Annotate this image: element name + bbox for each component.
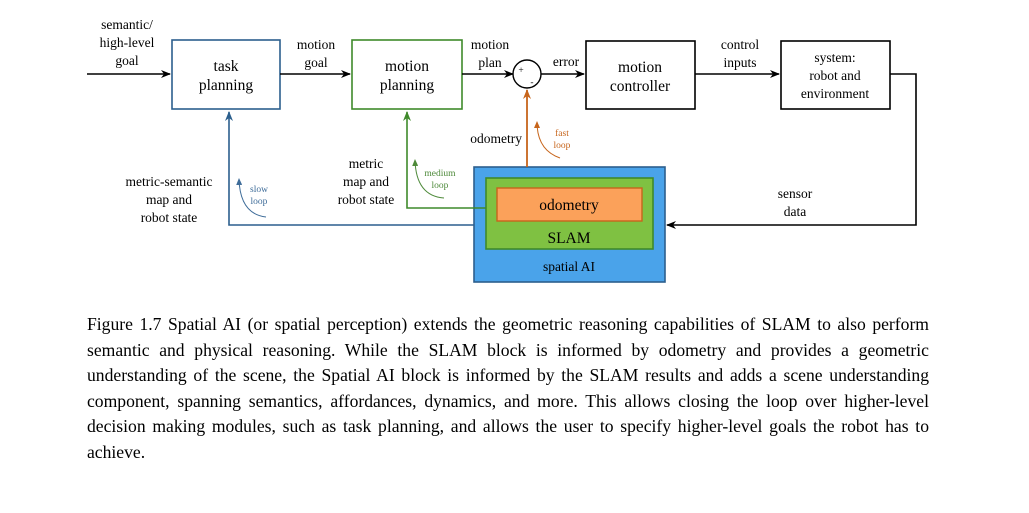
svg-text:loop: loop	[554, 141, 571, 151]
summing-plus: +	[518, 66, 523, 76]
odometry-block-label: odometry	[539, 197, 599, 214]
summing-minus: -	[530, 78, 533, 88]
figure-caption: Figure 1.7 Spatial AI (or spatial percep…	[87, 314, 929, 462]
slam-label: SLAM	[547, 230, 590, 247]
motion-controller-label-line2: controller	[610, 78, 671, 95]
medium-loop-arc	[412, 159, 445, 199]
task-planning-label-line2: planning	[199, 77, 253, 94]
system-label-line1: system:	[814, 50, 855, 65]
motion-controller-label-line1: motion	[618, 59, 662, 76]
motion-controller-block	[585, 40, 696, 110]
motion-plan-label: motion plan	[471, 37, 510, 70]
motion-planning-block	[351, 39, 463, 110]
svg-text:map and: map and	[343, 174, 389, 189]
system-label-line2: robot and	[809, 68, 861, 83]
svg-text:motion: motion	[471, 37, 510, 52]
sensor-data-label: sensor data	[778, 186, 813, 219]
fast-loop-label: fast loop	[554, 128, 571, 151]
error-label: error	[553, 54, 580, 69]
svg-text:robot state: robot state	[338, 192, 395, 207]
odometry-feedback-label: odometry	[470, 131, 522, 146]
svg-text:map and: map and	[146, 192, 192, 207]
svg-text:motion: motion	[297, 37, 336, 52]
svg-text:goal: goal	[304, 55, 327, 70]
svg-text:goal: goal	[115, 53, 138, 68]
svg-text:fast: fast	[555, 128, 569, 139]
goal-input-label: semantic/ high-level goal	[100, 17, 155, 68]
spatial-ai-diagram: semantic/ high-level goal task planning …	[87, 17, 917, 283]
metric-semantic-label: metric-semantic map and robot state	[126, 174, 213, 225]
slow-loop-label: slow loop	[250, 185, 268, 207]
svg-text:inputs: inputs	[723, 55, 756, 70]
svg-text:control: control	[721, 37, 759, 52]
metric-map-label: metric map and robot state	[338, 156, 395, 207]
summing-junction	[512, 59, 542, 89]
slam-to-motion-planning-arrow	[403, 111, 486, 209]
svg-text:robot state: robot state	[141, 210, 198, 225]
svg-text:data: data	[784, 204, 807, 219]
sensor-data-arrow	[666, 73, 917, 229]
spatial-ai-to-task-planning-arrow	[225, 111, 474, 226]
svg-text:slow: slow	[250, 185, 268, 195]
svg-text:semantic/: semantic/	[101, 17, 153, 32]
control-inputs-label: control inputs	[721, 37, 759, 70]
svg-text:loop: loop	[251, 197, 268, 207]
svg-text:metric: metric	[349, 156, 383, 171]
medium-loop-label: medium loop	[424, 169, 456, 191]
svg-text:sensor: sensor	[778, 186, 813, 201]
odometry-block	[496, 187, 643, 222]
svg-text:high-level: high-level	[100, 35, 155, 50]
svg-text:plan: plan	[478, 55, 501, 70]
svg-text:medium: medium	[424, 169, 456, 179]
slow-loop-arc	[236, 178, 267, 218]
svg-text:metric-semantic: metric-semantic	[126, 174, 213, 189]
task-planning-label-line1: task	[214, 58, 239, 75]
system-block	[780, 40, 891, 110]
spatial-ai-label: spatial AI	[543, 259, 596, 274]
motion-planning-label-line2: planning	[380, 77, 434, 94]
fast-loop-arc	[534, 121, 561, 159]
motion-goal-label: motion goal	[297, 37, 336, 70]
svg-text:loop: loop	[432, 181, 449, 191]
motion-planning-label-line1: motion	[385, 58, 429, 75]
system-label-line3: environment	[801, 86, 869, 101]
